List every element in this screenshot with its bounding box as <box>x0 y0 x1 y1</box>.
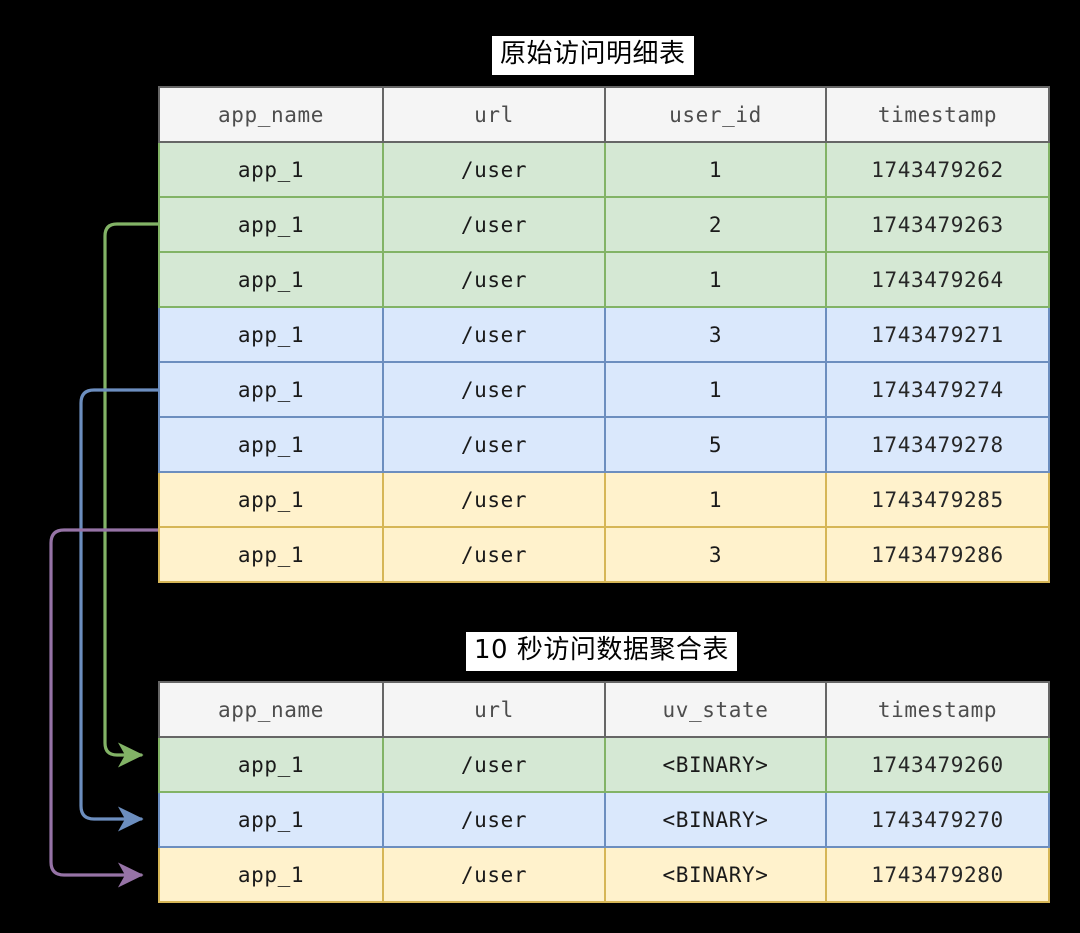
cell-app-name: app_1 <box>158 846 384 903</box>
cell-url: /user <box>382 416 606 473</box>
detail-col-app-name: app_name <box>158 86 384 143</box>
cell-url: /user <box>382 306 606 363</box>
table-row: app_1 /user 1 1743479274 <box>158 361 1050 418</box>
cell-user-id: 2 <box>604 196 827 253</box>
cell-app-name: app_1 <box>158 791 384 848</box>
agg-col-url: url <box>382 681 606 738</box>
agg-col-app-name: app_name <box>158 681 384 738</box>
cell-url: /user <box>382 526 606 583</box>
green-connector <box>103 222 160 768</box>
cell-app-name: app_1 <box>158 251 384 308</box>
aggregate-table: app_name url uv_state timestamp app_1 /u… <box>158 681 1050 903</box>
cell-app-name: app_1 <box>158 526 384 583</box>
detail-col-url: url <box>382 86 606 143</box>
cell-app-name: app_1 <box>158 361 384 418</box>
cell-uv-state: <BINARY> <box>604 846 827 903</box>
cell-url: /user <box>382 361 606 418</box>
cell-url: /user <box>382 791 606 848</box>
cell-app-name: app_1 <box>158 416 384 473</box>
cell-url: /user <box>382 196 606 253</box>
cell-timestamp: 1743479280 <box>825 846 1050 903</box>
cell-timestamp: 1743479274 <box>825 361 1050 418</box>
cell-app-name: app_1 <box>158 736 384 793</box>
table-row: app_1 /user 1 1743479262 <box>158 141 1050 198</box>
table-row: app_1 /user 2 1743479263 <box>158 196 1050 253</box>
cell-timestamp: 1743479263 <box>825 196 1050 253</box>
cell-app-name: app_1 <box>158 141 384 198</box>
table-row: app_1 /user <BINARY> 1743479260 <box>158 736 1050 793</box>
cell-timestamp: 1743479285 <box>825 471 1050 528</box>
cell-timestamp: 1743479278 <box>825 416 1050 473</box>
table-row: app_1 /user 3 1743479271 <box>158 306 1050 363</box>
cell-timestamp: 1743479262 <box>825 141 1050 198</box>
cell-user-id: 1 <box>604 141 827 198</box>
cell-url: /user <box>382 251 606 308</box>
table-row: app_1 /user 1 1743479285 <box>158 471 1050 528</box>
cell-user-id: 3 <box>604 526 827 583</box>
detail-table-title: 原始访问明细表 <box>492 36 694 76</box>
table-row: app_1 /user 1 1743479264 <box>158 251 1050 308</box>
detail-table: app_name url user_id timestamp app_1 /us… <box>158 86 1050 583</box>
cell-user-id: 1 <box>604 471 827 528</box>
table-row: app_1 /user 5 1743479278 <box>158 416 1050 473</box>
cell-uv-state: <BINARY> <box>604 736 827 793</box>
aggregate-table-title: 10 秒访问数据聚合表 <box>466 632 737 672</box>
table-row: app_1 /user <BINARY> 1743479270 <box>158 791 1050 848</box>
blue-connector <box>79 388 160 832</box>
table-row: app_1 /user <BINARY> 1743479280 <box>158 846 1050 903</box>
cell-url: /user <box>382 846 606 903</box>
cell-user-id: 1 <box>604 251 827 308</box>
cell-timestamp: 1743479271 <box>825 306 1050 363</box>
detail-col-user-id: user_id <box>604 86 827 143</box>
cell-url: /user <box>382 736 606 793</box>
cell-app-name: app_1 <box>158 196 384 253</box>
cell-timestamp: 1743479270 <box>825 791 1050 848</box>
agg-col-timestamp: timestamp <box>825 681 1050 738</box>
cell-user-id: 3 <box>604 306 827 363</box>
agg-col-uv-state: uv_state <box>604 681 827 738</box>
cell-user-id: 5 <box>604 416 827 473</box>
cell-app-name: app_1 <box>158 306 384 363</box>
cell-url: /user <box>382 141 606 198</box>
cell-timestamp: 1743479286 <box>825 526 1050 583</box>
detail-header-row: app_name url user_id timestamp <box>158 86 1050 143</box>
aggregate-header-row: app_name url uv_state timestamp <box>158 681 1050 738</box>
purple-connector <box>49 528 160 888</box>
detail-col-timestamp: timestamp <box>825 86 1050 143</box>
table-row: app_1 /user 3 1743479286 <box>158 526 1050 583</box>
cell-app-name: app_1 <box>158 471 384 528</box>
cell-url: /user <box>382 471 606 528</box>
cell-uv-state: <BINARY> <box>604 791 827 848</box>
cell-user-id: 1 <box>604 361 827 418</box>
cell-timestamp: 1743479264 <box>825 251 1050 308</box>
cell-timestamp: 1743479260 <box>825 736 1050 793</box>
